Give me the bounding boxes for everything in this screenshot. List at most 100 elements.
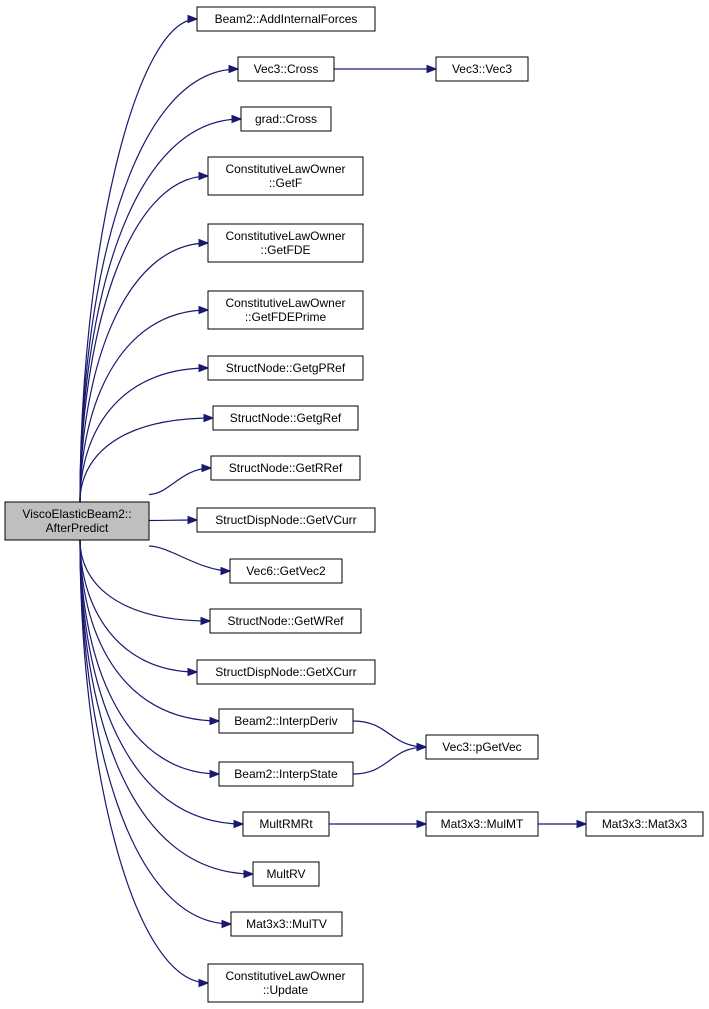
node-label: grad::Cross: [255, 112, 317, 126]
node-box[interactable]: [196, 659, 376, 685]
node-constitutivelawowner-getfdeprime[interactable]: ConstitutiveLawOwner::GetFDEPrime: [207, 290, 364, 330]
node-box[interactable]: [218, 761, 354, 787]
node-box[interactable]: [210, 455, 361, 481]
node-label: MultRMRt: [259, 817, 313, 831]
edge-arrowhead: [221, 919, 233, 929]
edge-root-to-structnode-getwref: [79, 539, 211, 622]
edge-arrowhead: [187, 667, 199, 677]
edge-root-to-vec6-getvec2: [148, 545, 231, 572]
node-label: StructNode::GetgRef: [230, 411, 342, 425]
node-multrv[interactable]: MultRV: [252, 861, 320, 887]
node-box[interactable]: [207, 156, 364, 196]
node-label: ::Update: [263, 983, 309, 997]
node-label: Mat3x3::Mat3x3: [602, 817, 688, 831]
edge-root-to-mat3x3-multv: [79, 539, 232, 925]
node-box[interactable]: [207, 355, 364, 381]
node-mat3x3-multv[interactable]: Mat3x3::MulTV: [230, 911, 343, 937]
edge-arrowhead: [201, 463, 213, 473]
edge-arrowhead: [426, 64, 438, 74]
node-box[interactable]: [425, 734, 539, 760]
edge-root-to-grad-cross: [79, 118, 242, 503]
node-structdispnode-getxcurr[interactable]: StructDispNode::GetXCurr: [196, 659, 376, 685]
node-box[interactable]: [207, 290, 364, 330]
node-box[interactable]: [425, 811, 539, 837]
edge-arrowhead: [209, 769, 221, 779]
node-label: StructNode::GetRRef: [229, 461, 343, 475]
edge-n17-to-vec3-pgetvec: [352, 746, 427, 775]
node-label: StructDispNode::GetVCurr: [215, 513, 356, 527]
edge-root-to-constitutivelawowner-update: [79, 539, 209, 984]
node-box[interactable]: [237, 56, 335, 82]
node-grad-cross[interactable]: grad::Cross: [240, 106, 332, 132]
node-box[interactable]: [209, 608, 362, 634]
node-box[interactable]: [196, 6, 376, 32]
node-structnode-getwref[interactable]: StructNode::GetWRef: [209, 608, 362, 634]
edge-arrowhead: [203, 413, 215, 423]
node-label: AfterPredict: [46, 521, 109, 535]
edge-arrowhead: [198, 978, 210, 988]
node-label: ConstitutiveLawOwner: [225, 229, 345, 243]
node-box[interactable]: [212, 405, 359, 431]
edge-root-to-structnode-getgpref: [79, 367, 209, 503]
root-node-viscoelasticbeam2-afterpredict: ViscoElasticBeam2::AfterPredict: [4, 501, 150, 541]
edge-arrowhead: [416, 819, 428, 829]
node-box[interactable]: [196, 507, 376, 533]
node-beam2-addinternalforces[interactable]: Beam2::AddInternalForces: [196, 6, 376, 32]
call-nodes: ViscoElasticBeam2::AfterPredict Beam2::Ad…: [4, 6, 704, 1003]
node-box[interactable]: [229, 558, 343, 584]
node-vec3-cross[interactable]: Vec3::Cross: [237, 56, 335, 82]
node-box[interactable]: [230, 911, 343, 937]
node-box[interactable]: [207, 223, 364, 263]
node-label: ::GetF: [269, 176, 302, 190]
node-label: Mat3x3::MulTV: [246, 917, 327, 931]
edge-arrowhead: [209, 716, 221, 726]
node-box[interactable]: [242, 811, 330, 837]
edge-arrowhead: [220, 566, 232, 576]
edge-root-to-beam2-interpderiv: [79, 539, 220, 722]
node-multrmrt[interactable]: MultRMRt: [242, 811, 330, 837]
edge-arrowhead: [576, 819, 588, 829]
edge-arrowhead: [200, 616, 212, 626]
node-structnode-getgpref[interactable]: StructNode::GetgPRef: [207, 355, 364, 381]
edge-root-to-constitutivelawowner-getf: [79, 175, 209, 503]
node-box[interactable]: [218, 708, 354, 734]
edge-root-to-multrmrt: [79, 539, 244, 825]
node-vec3-vec3[interactable]: Vec3::Vec3: [435, 56, 529, 82]
node-vec6-getvec2[interactable]: Vec6::GetVec2: [229, 558, 343, 584]
node-label: Vec3::Cross: [254, 62, 319, 76]
node-constitutivelawowner-getf[interactable]: ConstitutiveLawOwner::GetF: [207, 156, 364, 196]
node-label: Mat3x3::MulMT: [441, 817, 524, 831]
node-mat3x3-mat3x3[interactable]: Mat3x3::Mat3x3: [585, 811, 704, 837]
edge-arrowhead: [243, 869, 255, 879]
node-vec3-pgetvec[interactable]: Vec3::pGetVec: [425, 734, 539, 760]
edge-arrowhead: [416, 742, 428, 752]
node-constitutivelawowner-update[interactable]: ConstitutiveLawOwner::Update: [207, 963, 364, 1003]
node-box[interactable]: [240, 106, 332, 132]
edge-arrowhead: [233, 819, 245, 829]
node-box[interactable]: [252, 861, 320, 887]
edge-root-to-structdispnode-getxcurr: [79, 539, 198, 673]
edge-arrowhead: [187, 14, 199, 24]
node-constitutivelawowner-getfde[interactable]: ConstitutiveLawOwner::GetFDE: [207, 223, 364, 263]
node-label: StructDispNode::GetXCurr: [215, 665, 356, 679]
node-label: ConstitutiveLawOwner: [225, 162, 345, 176]
node-box[interactable]: [207, 963, 364, 1003]
node-box[interactable]: [435, 56, 529, 82]
node-structdispnode-getvcurr[interactable]: StructDispNode::GetVCurr: [196, 507, 376, 533]
node-beam2-interpstate[interactable]: Beam2::InterpState: [218, 761, 354, 787]
node-structnode-getrref[interactable]: StructNode::GetRRef: [210, 455, 361, 481]
edge-root-to-vec3-cross: [79, 68, 239, 503]
node-label: MultRV: [266, 867, 305, 881]
node-label: ::GetFDE: [260, 243, 310, 257]
edge-arrowhead: [198, 238, 210, 248]
node-mat3x3-mulmt[interactable]: Mat3x3::MulMT: [425, 811, 539, 837]
edge-root-to-constitutivelawowner-getfdeprime: [79, 309, 209, 503]
node-box[interactable]: [585, 811, 704, 837]
node-structnode-getgref[interactable]: StructNode::GetgRef: [212, 405, 359, 431]
node-label: StructNode::GetgPRef: [226, 361, 346, 375]
edge-n15-to-vec3-pgetvec: [352, 720, 427, 748]
node-box: [4, 501, 150, 541]
node-label: Beam2::InterpDeriv: [234, 714, 337, 728]
node-beam2-interpderiv[interactable]: Beam2::InterpDeriv: [218, 708, 354, 734]
